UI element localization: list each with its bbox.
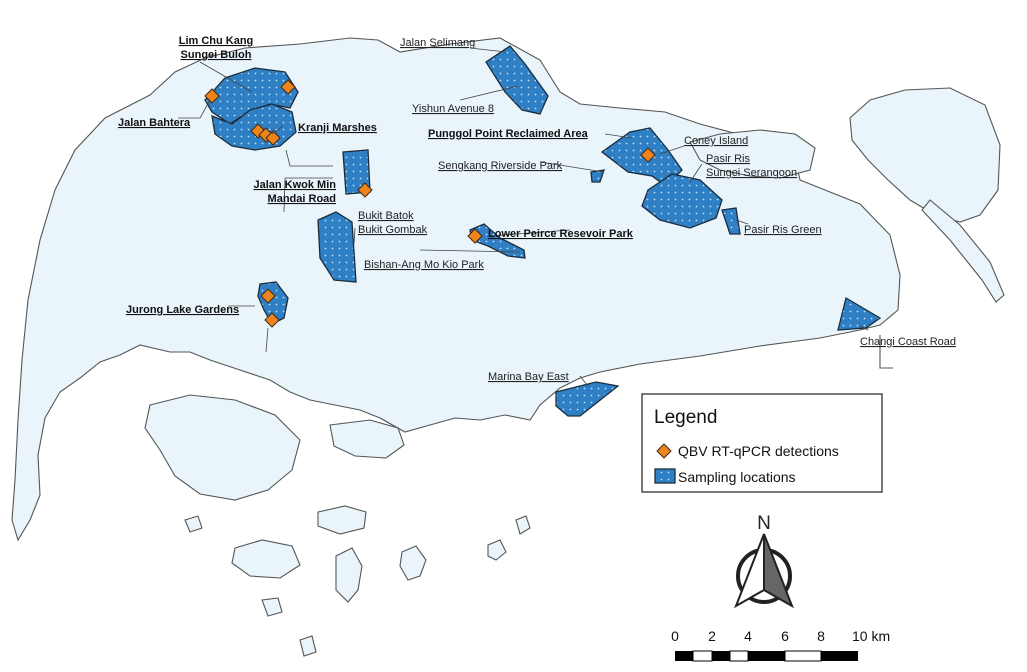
detection-marker[interactable] [260, 288, 276, 304]
legend-site-label: Sampling locations [678, 469, 796, 485]
tekong-reclaimed-strip [921, 199, 1005, 303]
leader-lines [178, 47, 869, 387]
label-marina-bay-east: Marina Bay East [488, 371, 569, 383]
detection-marker[interactable] [265, 130, 281, 146]
label-changi-coast-road: Changi Coast Road [860, 336, 956, 348]
island-south-2 [399, 545, 427, 581]
detection-marker[interactable] [204, 88, 220, 104]
north-arrow: N [734, 513, 794, 609]
legend-site-symbol [654, 468, 676, 484]
label-mandai-road: Mandai Road [268, 193, 336, 205]
site-punggol-point[interactable] [600, 127, 683, 187]
detection-marker[interactable] [357, 182, 373, 198]
scale-tick-2: 2 [708, 628, 716, 644]
scale-tick-6: 6 [781, 628, 789, 644]
label-yishun-avenue-8: Yishun Avenue 8 [412, 103, 494, 115]
label-sengkang-riverside: Sengkang Riverside Park [438, 160, 563, 172]
island-southwest-1 [231, 539, 301, 579]
label-coney-island: Coney Island [684, 135, 748, 147]
legend-detection-label: QBV RT-qPCR detections [678, 443, 839, 459]
site-changi-coast[interactable] [837, 296, 882, 331]
legend-box [641, 393, 883, 493]
site-bukit-batok[interactable] [317, 211, 357, 283]
site-sungei-buloh[interactable] [204, 67, 299, 125]
island-south-7 [299, 635, 317, 657]
legend: Legend QBV RT-qPCR detections Sampling l… [641, 393, 883, 493]
label-pasir-ris: Pasir Ris [706, 153, 751, 165]
site-lower-peirce[interactable] [469, 223, 526, 259]
island-south-1 [317, 505, 367, 535]
site-pasir-ris[interactable] [641, 173, 723, 229]
scale-tick-8: 8 [817, 628, 825, 644]
island-south-5 [515, 515, 531, 535]
label-jalan-selimang: Jalan Selimang [400, 37, 475, 49]
label-lim-chu-kang: Lim Chu Kang [179, 35, 254, 47]
jurong-island [144, 394, 301, 501]
label-jurong-lake-gardens: Jurong Lake Gardens [126, 304, 239, 316]
scale-tick-10: 10 km [852, 628, 890, 644]
sentosa-island [329, 419, 405, 459]
label-sungei-serangoon: Sungei Serangoon [706, 167, 797, 179]
site-sengkang[interactable] [590, 169, 605, 183]
scale-tick-0: 0 [671, 628, 679, 644]
detection-marker[interactable] [640, 147, 656, 163]
label-bishan-amk-park: Bishan-Ang Mo Kio Park [364, 259, 484, 271]
island-southwest-2 [335, 547, 363, 603]
label-jalan-kwok-min: Jalan Kwok Min [253, 179, 336, 191]
label-lower-peirce: Lower Peirce Resevoir Park [488, 228, 634, 240]
detection-marker[interactable] [467, 228, 483, 244]
label-punggol-point: Punggol Point Reclaimed Area [428, 128, 589, 140]
changi-pier [879, 335, 893, 369]
legend-title: Legend [654, 407, 717, 428]
site-jalan-selimang[interactable] [485, 45, 549, 115]
site-labels: Lim Chu Kang Sungei Buloh Jalan Bahtera … [118, 35, 956, 383]
north-arrow-label: N [757, 513, 771, 534]
site-marina-bay-east[interactable] [555, 381, 620, 417]
qbv-detections [204, 79, 656, 328]
label-pasir-ris-green: Pasir Ris Green [744, 224, 822, 236]
island-south-6 [184, 515, 203, 533]
pulau-ubin [689, 129, 816, 179]
site-pasir-ris-green[interactable] [721, 207, 741, 235]
label-bukit-batok: Bukit Batok [358, 210, 414, 222]
label-jalan-bahtera: Jalan Bahtera [118, 117, 191, 129]
island-south-3 [261, 597, 283, 617]
scale-bar: 0 2 4 6 8 10 km [671, 628, 890, 662]
legend-detection-symbol [656, 443, 672, 459]
label-kranji-marshes: Kranji Marshes [298, 122, 377, 134]
detection-marker[interactable] [280, 79, 296, 95]
label-sungei-buloh: Sungei Buloh [181, 49, 252, 61]
detection-marker[interactable] [264, 312, 280, 328]
pulau-tekong [849, 87, 1001, 223]
scale-tick-4: 4 [744, 628, 752, 644]
label-bukit-gombak: Bukit Gombak [358, 224, 428, 236]
island-south-4 [487, 539, 507, 561]
